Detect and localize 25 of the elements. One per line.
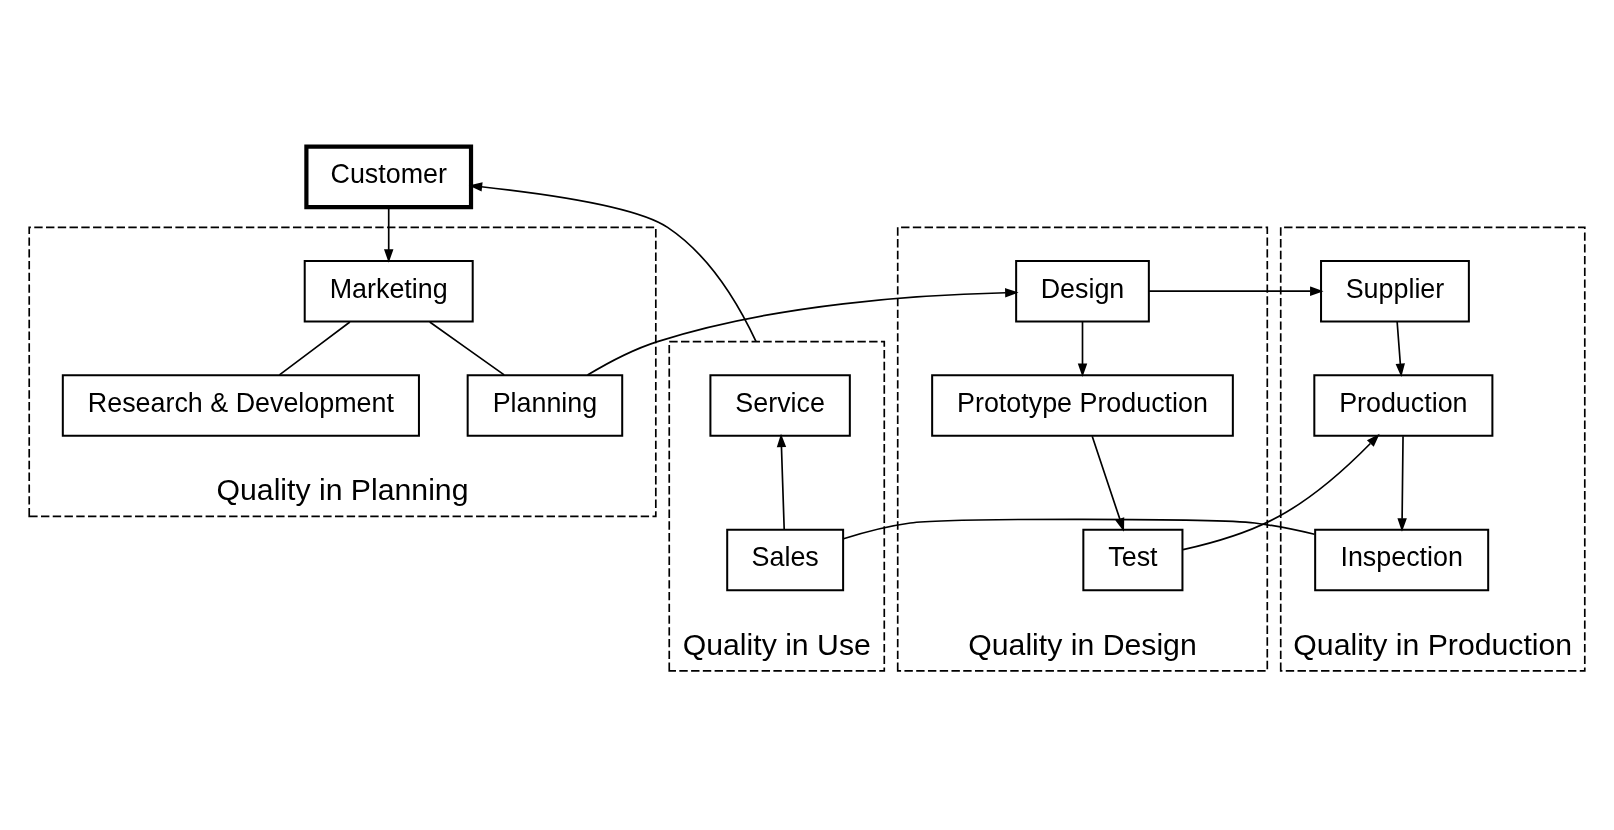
node-box: Planning bbox=[466, 373, 624, 437]
connector bbox=[428, 320, 505, 376]
arrow bbox=[468, 181, 757, 342]
arrow bbox=[776, 433, 787, 530]
arrow bbox=[586, 287, 1019, 376]
arrow bbox=[384, 206, 394, 263]
node-box: Prototype Production bbox=[931, 373, 1234, 437]
arrow bbox=[1182, 433, 1380, 550]
arrow bbox=[1148, 285, 1324, 296]
node-box: Supplier bbox=[1320, 259, 1470, 322]
arrow bbox=[1397, 434, 1407, 532]
arrow bbox=[1091, 434, 1125, 532]
connector bbox=[842, 518, 1316, 540]
arrow bbox=[1395, 320, 1405, 377]
node-box: Design bbox=[1015, 259, 1150, 322]
node-box: Production bbox=[1313, 373, 1494, 437]
node-box: Marketing bbox=[303, 259, 474, 322]
node-box: Test bbox=[1082, 528, 1184, 591]
arrow bbox=[1077, 320, 1088, 377]
connector bbox=[278, 320, 351, 376]
node-box: Customer bbox=[304, 144, 474, 209]
node-box: Research & Development bbox=[61, 373, 420, 437]
node-box: Service bbox=[709, 373, 851, 437]
node-box: Sales bbox=[726, 528, 845, 591]
node-box: Inspection bbox=[1314, 528, 1490, 591]
